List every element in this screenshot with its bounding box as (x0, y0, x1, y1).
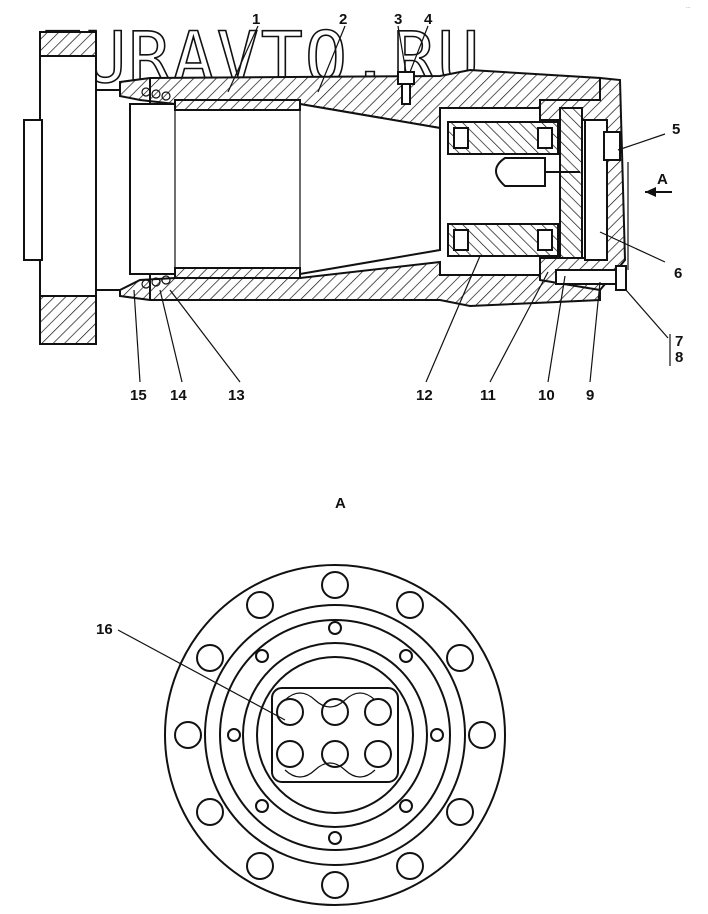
callout-6: 6 (674, 265, 682, 282)
end-cover (495, 76, 627, 292)
callout-9: 9 (586, 387, 594, 404)
callout-10: 10 (538, 387, 555, 404)
callout-13: 13 (228, 387, 245, 404)
section-view: A 1 2 3 4 5 6 7 8 9 10 11 (23, 11, 683, 404)
callout-4: 4 (424, 11, 433, 28)
seal-rings (141, 87, 171, 289)
callout-3: 3 (394, 11, 402, 28)
end-view-a: 16 (96, 564, 506, 906)
outer-bolt-holes (174, 571, 496, 899)
callout-2: 2 (339, 11, 347, 28)
callout-5: 5 (672, 121, 680, 138)
view-arrow: A (645, 171, 672, 197)
arrow-label: A (657, 171, 668, 188)
right-bolts (555, 131, 629, 291)
callout-7: 7 (675, 333, 683, 350)
bore-part-2 (129, 99, 441, 279)
left-flange (23, 31, 122, 345)
callout-8: 8 (675, 349, 683, 366)
view-a-title: A (335, 495, 346, 512)
callout-15: 15 (130, 387, 147, 404)
leader-lines (133, 25, 669, 383)
callout-14: 14 (170, 387, 187, 404)
top-bolt (397, 71, 415, 105)
callout-16: 16 (96, 621, 113, 638)
bearing-sleeve-12 (447, 121, 559, 257)
bolt-head-group (271, 687, 399, 783)
inner-bolt-holes (227, 621, 444, 845)
callout-1: 1 (252, 11, 260, 28)
callout-11: 11 (480, 387, 496, 404)
corner-mark: ... (686, 4, 690, 10)
callout-12: 12 (416, 387, 433, 404)
